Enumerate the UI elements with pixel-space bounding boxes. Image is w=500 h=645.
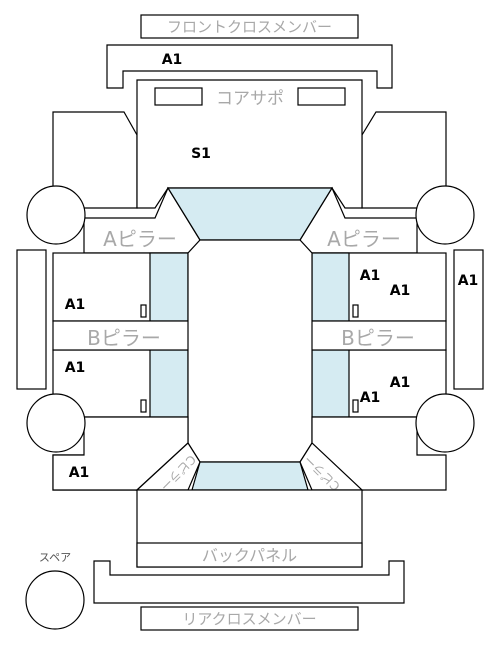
left-front-door-glass — [149, 252, 189, 322]
right-front-door-handle — [352, 304, 359, 318]
right-rear-door-handle — [352, 399, 359, 413]
right-rear-door-glass — [311, 349, 350, 418]
grade-left-rear-quarter: A1 — [69, 465, 90, 481]
wheel-rear-right — [415, 393, 475, 453]
left-rear-door-handle — [140, 399, 147, 413]
wheel-front-right — [415, 185, 475, 245]
left-side-sill — [16, 249, 47, 390]
left-rear-quarter-arch — [52, 416, 189, 491]
grade-right-rear-door-b: A1 — [360, 390, 381, 406]
right-front-door-glass — [311, 252, 350, 322]
front-cross-member-box — [140, 14, 359, 39]
a-pillar-right-label: Aピラー — [327, 227, 401, 251]
right-front-fender — [361, 111, 447, 209]
roof — [187, 239, 313, 463]
b-pillar-left-label: Bピラー — [87, 326, 161, 350]
spare-tire — [25, 570, 85, 630]
b-pillar-right-label: Bピラー — [341, 326, 415, 350]
core-support-right-box — [297, 87, 346, 106]
core-support-left-box — [154, 87, 203, 106]
left-rear-door-glass — [149, 349, 189, 418]
wheel-front-left — [26, 185, 86, 245]
grade-right-side-sill: A1 — [458, 273, 479, 289]
grade-right-front-door-b: A1 — [390, 283, 411, 299]
a-pillar-left-label: Aピラー — [103, 227, 177, 251]
grade-left-rear-door: A1 — [65, 360, 86, 376]
spare-label: スペア — [39, 551, 71, 564]
right-side-sill — [453, 249, 484, 390]
wheel-rear-left — [26, 393, 86, 453]
grade-right-front-door-a: A1 — [360, 268, 381, 284]
rear-cross-member-box — [140, 606, 359, 631]
grade-front-section: S1 — [191, 146, 211, 162]
rear-window — [191, 461, 309, 491]
back-panel-label: バックパネル — [202, 546, 297, 565]
back-panel-box — [136, 542, 363, 568]
grade-left-front-door: A1 — [65, 297, 86, 313]
left-front-door-handle — [140, 304, 147, 318]
front-cross-member-label: フロントクロスメンバー — [167, 18, 332, 36]
core-support-label: コアサポ — [216, 89, 284, 109]
front-cross-member-bracket — [106, 44, 393, 89]
grade-right-rear-door-a: A1 — [390, 375, 411, 391]
rear-cross-member-bracket — [93, 560, 405, 604]
grade-front-cross-member: A1 — [162, 52, 183, 68]
b-pillar-left-band — [52, 320, 191, 351]
rear-cross-member-label: リアクロスメンバー — [182, 610, 316, 628]
